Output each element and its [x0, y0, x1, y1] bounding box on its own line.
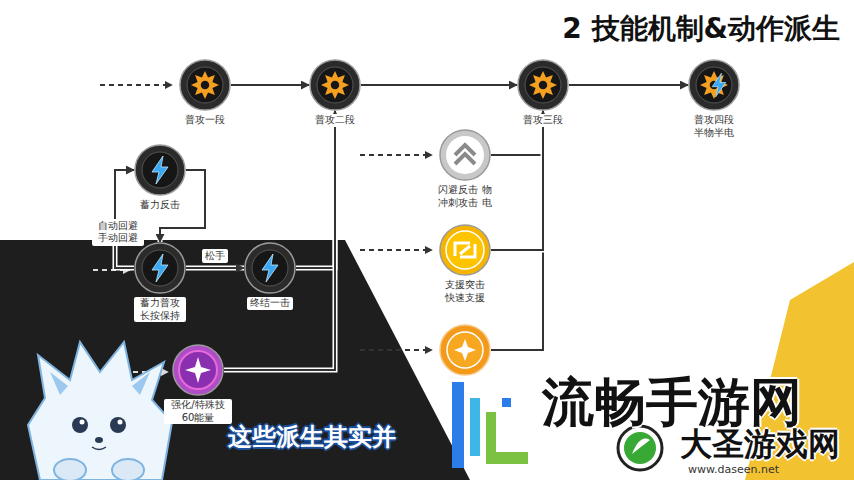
- skill-node: 蓄力反击: [134, 144, 186, 212]
- skill-node: 蓄力普攻 长按保持: [134, 242, 186, 322]
- skill-icon: [134, 242, 186, 294]
- edge-halo: [224, 111, 335, 370]
- skill-node: 普攻四段 半物半电: [688, 59, 740, 139]
- edge-halo: [186, 266, 244, 271]
- flow-arrow: [231, 84, 309, 86]
- edge-label: 松手: [202, 249, 228, 264]
- dark-band: [0, 240, 470, 480]
- skill-label: 蓄力反击: [137, 199, 183, 212]
- skill-icon: [309, 59, 361, 111]
- edge-label: 自动回避 手动回避: [92, 219, 144, 246]
- flow-arrow: [569, 84, 688, 86]
- skill-label: 普攻四段 半物半电: [688, 114, 740, 139]
- skill-node: 终结一击: [244, 242, 296, 310]
- skill-icon: [688, 59, 740, 111]
- watermark-logo: [618, 426, 662, 470]
- flow-arrow: [491, 111, 543, 250]
- skill-label: 普攻一段: [182, 114, 228, 127]
- edge-halo: [231, 83, 309, 88]
- watermark-url: www.daseen.net: [688, 463, 779, 476]
- skill-icon: [172, 344, 224, 396]
- skill-icon: [179, 59, 231, 111]
- flow-arrow: [361, 84, 517, 86]
- skill-node: 普攻三段: [517, 59, 569, 127]
- mascot-wolf: [28, 342, 172, 480]
- skill-label: 蓄力普攻 长按保持: [134, 297, 186, 322]
- watermark-logo: [452, 382, 528, 468]
- edge-halo: [569, 83, 688, 88]
- skill-icon: [439, 129, 491, 181]
- skill-label: 闪避反击 物 冲刺攻击 电: [433, 184, 497, 209]
- skill-node: 普攻二段: [309, 59, 361, 127]
- edge-group: [569, 85, 688, 86]
- edge-group: [186, 268, 244, 269]
- flow-arrow: [186, 267, 244, 269]
- edge-group: [224, 111, 335, 370]
- watermark: 大圣游戏网: [680, 428, 840, 460]
- skill-icon: [244, 242, 296, 294]
- skill-label: 普攻三段: [520, 114, 566, 127]
- skill-label: 支援突击 快速支援: [439, 279, 491, 304]
- flow-arrow: [224, 111, 335, 370]
- watermark: 流畅手游网: [542, 376, 802, 428]
- edge-group: [361, 85, 517, 86]
- skill-label: 终结一击: [247, 297, 293, 310]
- skill-icon: [517, 59, 569, 111]
- skill-icon: [134, 144, 186, 196]
- skill-node: 普攻一段: [179, 59, 231, 127]
- skill-label: 普攻二段: [312, 114, 358, 127]
- edge-halo: [361, 83, 517, 88]
- title: 2 技能机制&动作派生: [562, 10, 840, 48]
- skill-label: 强化/特殊技 60能量: [164, 399, 232, 424]
- edge-group: [491, 111, 543, 250]
- edge-halo: [296, 111, 335, 268]
- edge-halo: [491, 111, 543, 250]
- skill-node: 支援突击 快速支援: [439, 224, 491, 304]
- skill-node: 闪避反击 物 冲刺攻击 电: [433, 129, 497, 209]
- flow-arrow: [296, 111, 335, 268]
- merge-line: [491, 250, 543, 350]
- skill-node: 强化/特殊技 60能量: [164, 344, 232, 424]
- merge-halo: [491, 250, 543, 350]
- ultimate-icon: [440, 325, 490, 375]
- skill-icon: [439, 224, 491, 276]
- entry-arrows: [93, 85, 432, 372]
- edge-group: [296, 111, 335, 268]
- subtitle: 这些派生其实并: [228, 422, 396, 452]
- edge-group: [231, 85, 309, 86]
